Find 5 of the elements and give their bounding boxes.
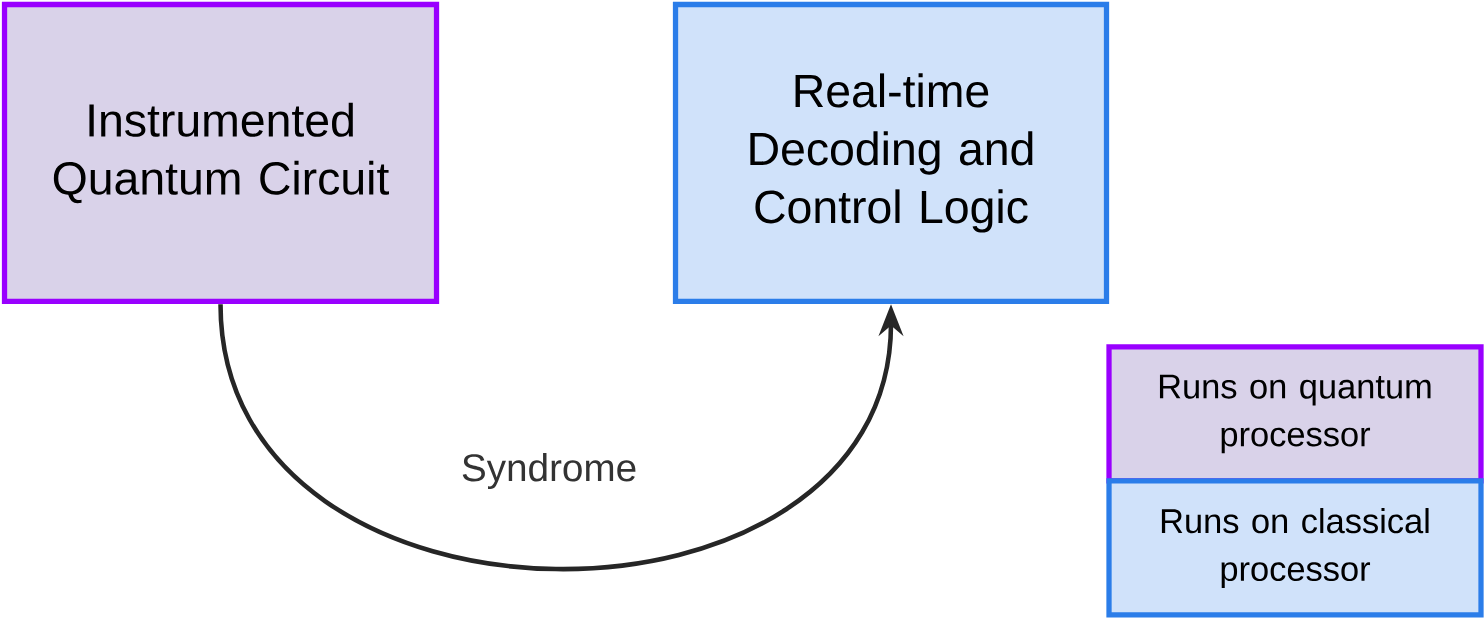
process-box: Real-time Decoding and Control Logic	[672, 1, 1110, 305]
legend-item: Runs on classical processor	[1106, 478, 1484, 618]
process-box: Instrumented Quantum Circuit	[1, 1, 440, 305]
edge-label: Syndrome	[462, 453, 636, 490]
legend-item: Runs on quantum processor	[1106, 344, 1484, 484]
